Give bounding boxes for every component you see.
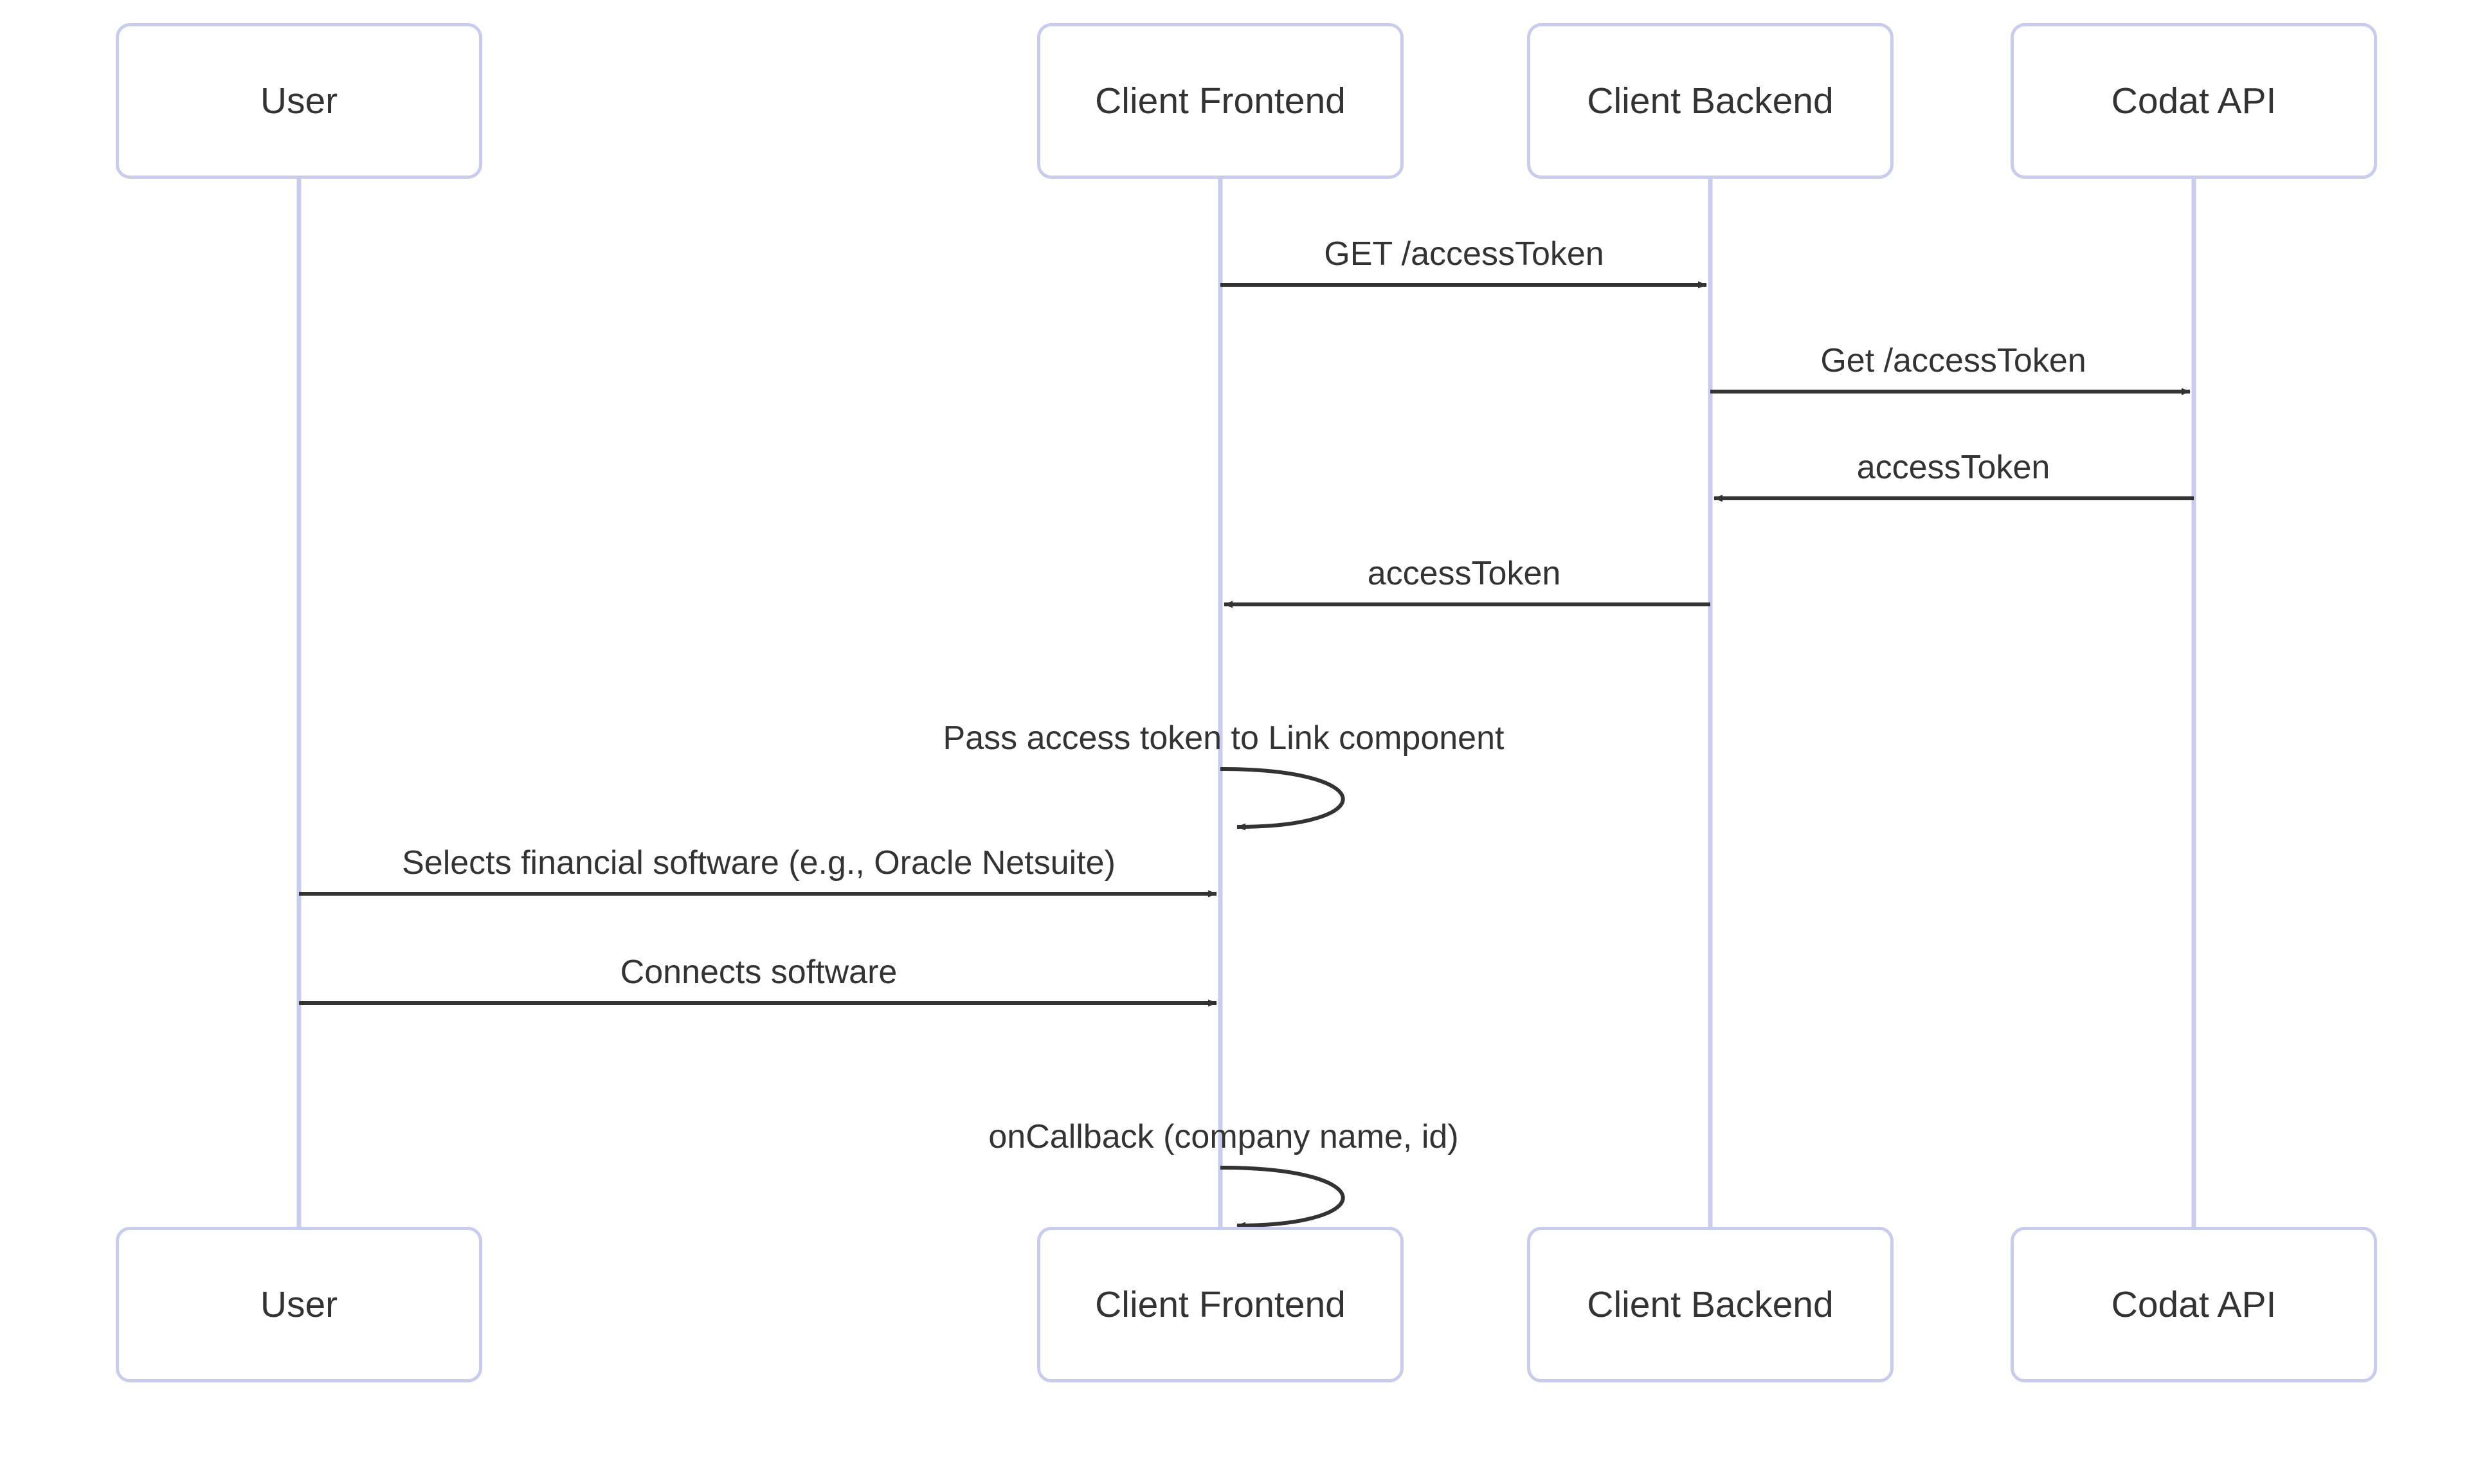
participant-box-client-frontend-bottom[interactable]: Client Frontend [1037,1227,1404,1382]
participant-box-codat-api-top[interactable]: Codat API [2011,23,2377,179]
participant-label-client-frontend: Client Frontend [1095,1283,1346,1325]
participant-box-client-frontend-top[interactable]: Client Frontend [1037,23,1404,179]
participant-box-client-backend-bottom[interactable]: Client Backend [1527,1227,1894,1382]
message-label-on-callback-self: onCallback (company name, id) [988,1118,1459,1155]
participant-label-client-backend: Client Backend [1587,80,1834,122]
message-label-connects-software: Connects software [620,954,898,991]
message-label-pass-access-token-self: Pass access token to Link component [943,719,1505,757]
participant-label-client-backend: Client Backend [1587,1283,1834,1325]
participant-label-client-frontend: Client Frontend [1095,80,1346,122]
participant-label-codat-api: Codat API [2111,1283,2277,1325]
participant-label-codat-api: Codat API [2111,80,2277,122]
participant-label-user: User [260,1283,338,1325]
messages-layer [299,281,2194,1229]
message-arrow-on-callback-self [1220,1166,1345,1229]
participant-label-user: User [260,80,338,122]
participant-box-codat-api-bottom[interactable]: Codat API [2011,1227,2377,1382]
participant-box-user-top[interactable]: User [116,23,482,179]
message-label-access-token-codat-backend: accessToken [1856,449,2050,486]
participant-box-client-backend-top[interactable]: Client Backend [1527,23,1894,179]
message-label-access-token-backend-frontend: accessToken [1367,555,1561,592]
message-label-get-access-token-backend-codat: Get /accessToken [1820,342,2086,379]
participant-box-user-bottom[interactable]: User [116,1227,482,1382]
message-label-get-access-token-frontend-backend: GET /accessToken [1324,235,1604,273]
lifelines-layer [296,179,2196,1227]
message-arrow-pass-access-token-self [1220,767,1345,831]
message-label-selects-financial-software: Selects financial software (e.g., Oracle… [402,844,1116,882]
